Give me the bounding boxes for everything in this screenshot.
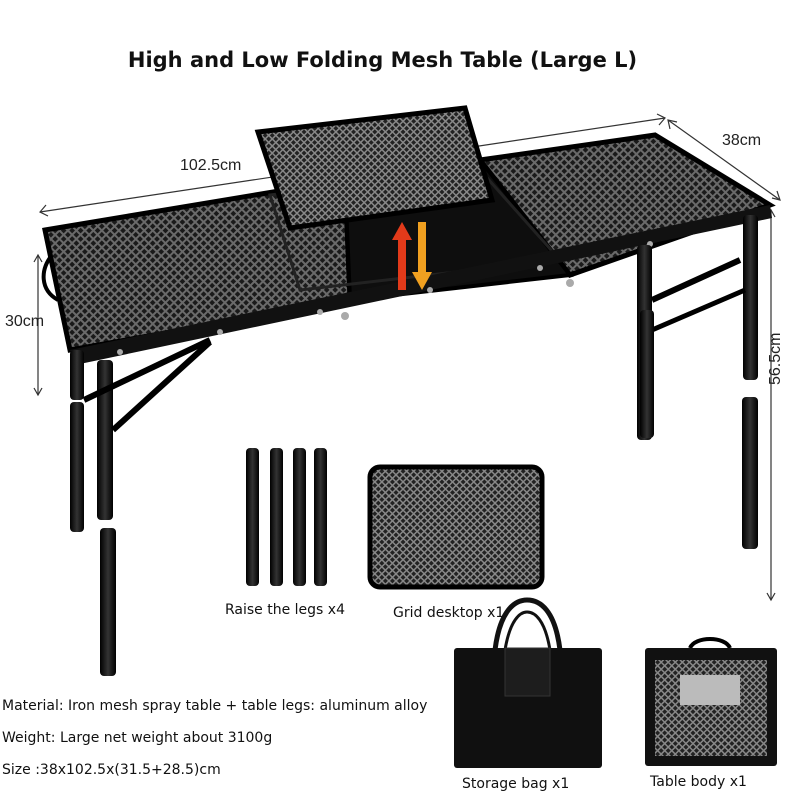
legs-caption: Raise the legs x4 [225,602,345,618]
low-height-label: 30cm [5,313,45,330]
high-height-label: 56.5cm [767,332,784,385]
length-label: 102.5cm [180,157,242,174]
weight-spec: Weight: Large net weight about 3100g [2,730,273,746]
material-spec: Material: Iron mesh spray table + table … [2,698,428,714]
table-legs [70,215,758,520]
grid-caption: Grid desktop x1 [393,605,505,621]
table-body-component [645,637,777,766]
bag-caption: Storage bag x1 [462,776,570,792]
lift-arrows [392,222,432,290]
depth-label: 38cm [722,132,762,149]
lifted-grid-panel [254,105,496,231]
grid-desktop-component [367,464,545,590]
extension-legs-attached [70,310,758,676]
size-spec: Size :38x102.5x(31.5+28.5)cm [2,762,221,778]
storage-bag-component [454,597,602,768]
raise-legs-component [246,448,327,586]
body-caption: Table body x1 [650,774,747,790]
page-title: High and Low Folding Mesh Table (Large L… [127,48,638,72]
